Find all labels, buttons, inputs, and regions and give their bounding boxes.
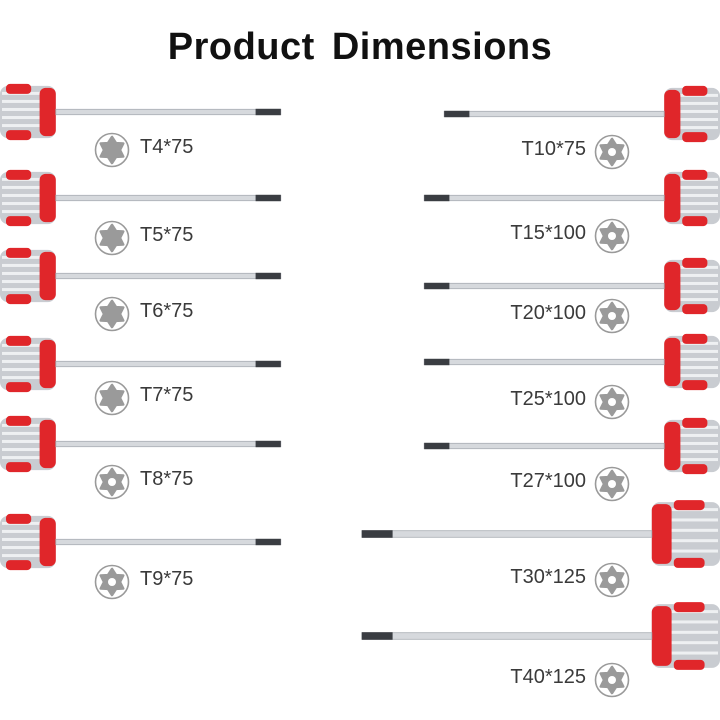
torx-star-icon [94,564,130,600]
torx-star-icon [594,298,630,334]
torx-star-icon [94,132,130,168]
size-label: T40*125 [510,666,586,688]
size-label: T4*75 [140,136,194,158]
size-label: T8*75 [140,468,194,490]
size-label: T20*100 [510,302,586,324]
torx-star-icon [594,384,630,420]
size-label: T6*75 [140,300,194,322]
torx-star-icon [94,296,130,332]
torx-star-icon [594,218,630,254]
size-label: T27*100 [510,470,586,492]
size-label: T9*75 [140,568,194,590]
torx-star-icon [594,134,630,170]
torx-star-icon [594,662,630,698]
torx-star-icon [594,466,630,502]
size-label: T5*75 [140,224,194,246]
size-label: T10*75 [521,138,587,160]
size-label: T30*125 [510,566,586,588]
torx-star-icon [594,562,630,598]
torx-star-icon [94,380,130,416]
page-title: Product Dimensions [167,26,553,68]
size-label: T15*100 [510,222,586,244]
torx-star-icon [94,220,130,256]
torx-star-icon [94,464,130,500]
size-label: T25*100 [510,388,586,410]
size-label: T7*75 [140,384,194,406]
